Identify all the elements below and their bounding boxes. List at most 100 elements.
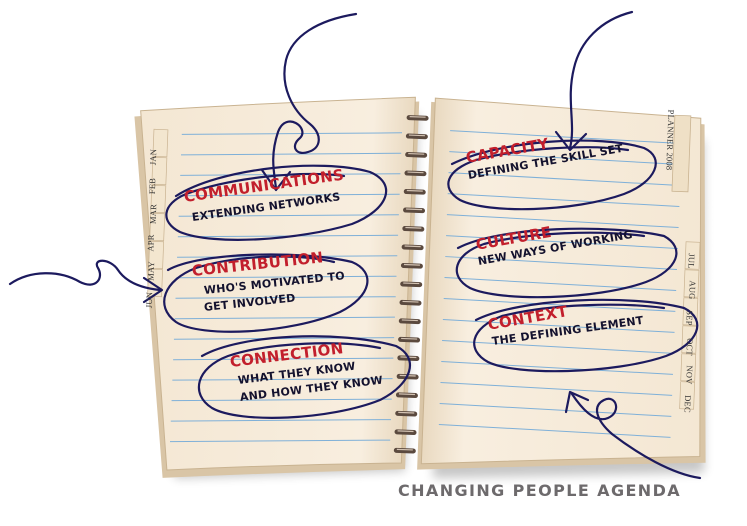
month-tab-left [151, 156, 168, 186]
rule-line [450, 130, 682, 145]
rule-line [442, 340, 674, 354]
rule-line [170, 419, 391, 422]
arrow-top-left [272, 12, 358, 190]
spiral-ring [395, 410, 418, 417]
spiral-ring-highlight [405, 226, 422, 229]
month-label-jan: JAN [147, 148, 159, 166]
month-tab-left [148, 240, 165, 270]
month-label-aug: AUG [687, 279, 698, 300]
oval-context [473, 298, 699, 373]
month-label-jul: JUL [686, 253, 697, 269]
rule-line [178, 214, 399, 217]
spiral-ring [395, 392, 418, 399]
rule-line [169, 439, 391, 443]
month-label-dec: DEC [682, 394, 693, 413]
arrow-left [8, 259, 162, 292]
rule-line [447, 193, 680, 208]
month-label-jun: JUN [143, 291, 154, 308]
spiral-ring [404, 170, 427, 177]
spiral-ring [402, 225, 425, 232]
diagram-caption: Changing People Agenda [398, 481, 682, 500]
spiral-ring [398, 336, 421, 343]
rule-line [444, 277, 677, 291]
spiral-ring-highlight [402, 300, 419, 303]
spiral-ring [398, 318, 421, 325]
month-label-oct: OCT [684, 337, 695, 356]
rule-line [173, 357, 394, 361]
right-month-tabs [679, 241, 701, 410]
rule-line [446, 214, 679, 228]
arrow-top-left-head [260, 168, 292, 192]
rule-line [442, 319, 675, 333]
spiral-ring-highlight [401, 337, 418, 340]
month-label-apr: APR [145, 233, 157, 252]
spiral-ring-highlight [406, 208, 423, 211]
arrow-left-head [142, 276, 164, 304]
oval-connection [197, 335, 412, 419]
month-tab-right [679, 381, 696, 410]
month-label-mar: MAR [147, 203, 159, 225]
planner-year-label: PLANNER 2008 [664, 109, 677, 171]
spiral-ring-highlight [396, 448, 413, 451]
spiral-ring [401, 244, 424, 251]
arrow-top-right-head [554, 130, 588, 152]
right-page-rules [438, 130, 682, 438]
spiral-ring-highlight [409, 115, 426, 118]
spiral-binding [393, 115, 429, 454]
month-label-nov: NOV [683, 365, 695, 385]
month-tab-left [152, 128, 169, 158]
spiral-ring-highlight [398, 411, 415, 414]
scribble-arrows [8, 10, 702, 480]
rule-line [181, 152, 402, 156]
rule-line [438, 423, 671, 438]
scribble-ovals [163, 139, 699, 419]
month-tab-right [684, 241, 701, 270]
spiral-ring [399, 299, 422, 306]
spiral-ring-highlight [407, 171, 424, 174]
spiral-ring-highlight [397, 430, 414, 433]
planner-year-tab [671, 114, 692, 193]
rule-line [175, 296, 396, 299]
spiral-ring [400, 262, 423, 269]
spiral-ring [403, 189, 426, 195]
spiral-ring-highlight [408, 134, 425, 137]
rule-line [448, 172, 681, 187]
rule-line [176, 275, 397, 279]
spiral-ring-highlight [398, 393, 416, 396]
rule-line [441, 360, 673, 375]
arrow-bottom-right-head [564, 390, 590, 414]
month-tab-left [150, 184, 167, 214]
arrow-top-right [568, 10, 634, 150]
oval-communications [165, 164, 388, 241]
spiral-ring [406, 115, 429, 121]
month-label-may: MAY [145, 261, 157, 281]
oval-culture [455, 227, 678, 299]
rule-line [440, 381, 673, 396]
spiral-ring [403, 207, 426, 214]
spiral-ring [400, 281, 423, 288]
rule-line [179, 193, 400, 197]
spiral-ring [405, 133, 428, 140]
rule-line [171, 398, 392, 402]
rule-line [443, 298, 676, 312]
spiral-ring [394, 429, 417, 435]
rule-line [181, 132, 403, 135]
oval-contribution [163, 253, 369, 333]
spiral-ring-highlight [406, 189, 423, 192]
month-label-sep: SEP [684, 310, 695, 326]
spiral-ring-highlight [404, 245, 421, 248]
spiral-ring-highlight [408, 152, 425, 155]
rule-line [449, 151, 682, 166]
spiral-ring-highlight [403, 282, 420, 285]
left-page [140, 96, 416, 471]
month-tab-right [680, 353, 697, 382]
rule-line [172, 378, 393, 381]
spiral-ring-highlight [403, 263, 420, 266]
planner-book [134, 96, 706, 478]
spiral-ring [405, 152, 428, 158]
rule-line [174, 316, 395, 320]
rule-line [439, 402, 672, 417]
arrow-bottom-right [570, 392, 702, 480]
